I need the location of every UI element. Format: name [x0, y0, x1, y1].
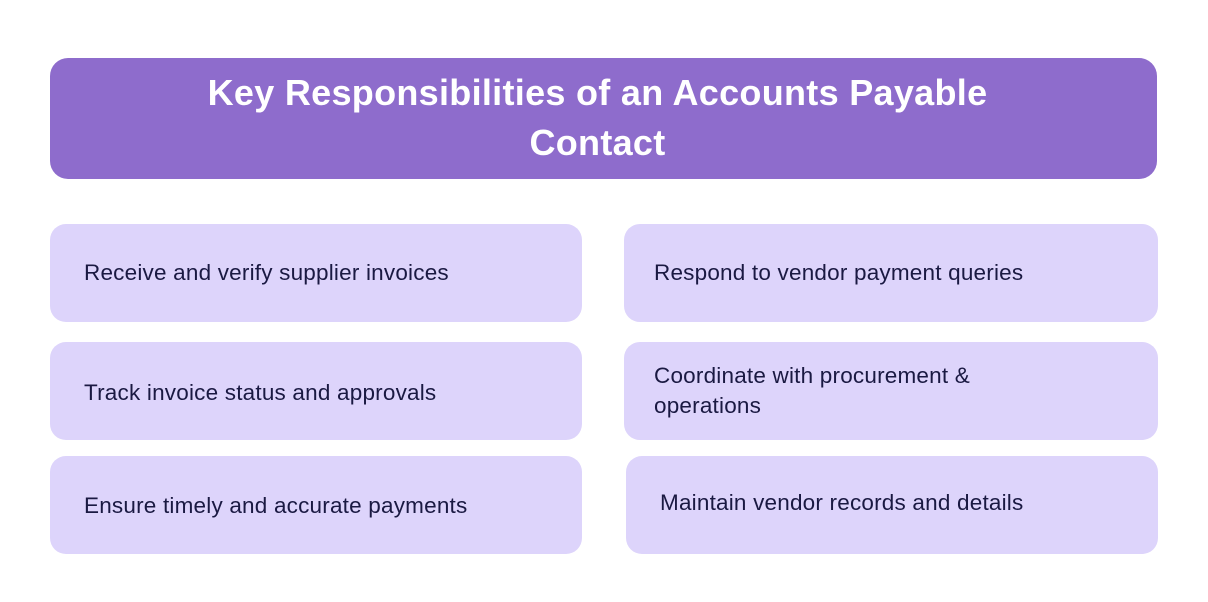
card-label: Receive and verify supplier invoices [84, 260, 449, 285]
card-label: Coordinate with procurement & operations [654, 361, 970, 421]
title-line-2: Contact [529, 122, 666, 163]
responsibility-card-maintain-vendor-records: Maintain vendor records and details [626, 456, 1158, 554]
card-label: Respond to vendor payment queries [654, 260, 1024, 285]
responsibility-card-coordinate-procurement: Coordinate with procurement & operations [624, 342, 1158, 440]
responsibility-card-ensure-payments: Ensure timely and accurate payments [50, 456, 582, 554]
title-line-1: Key Responsibilities of an Accounts Paya… [207, 72, 988, 113]
card-label: Ensure timely and accurate payments [84, 493, 468, 518]
card-label-line-1: Coordinate with procurement & [654, 363, 970, 388]
title-banner [50, 58, 1157, 179]
page-title: Key Responsibilities of an Accounts Paya… [110, 68, 1085, 168]
card-label: Maintain vendor records and details [660, 490, 1024, 515]
card-label-line-2: operations [654, 393, 762, 418]
responsibility-card-respond-vendor-queries: Respond to vendor payment queries [624, 224, 1158, 322]
responsibility-card-receive-verify-invoices: Receive and verify supplier invoices [50, 224, 582, 322]
responsibility-card-track-invoice-status: Track invoice status and approvals [50, 342, 582, 440]
card-label: Track invoice status and approvals [84, 380, 437, 405]
